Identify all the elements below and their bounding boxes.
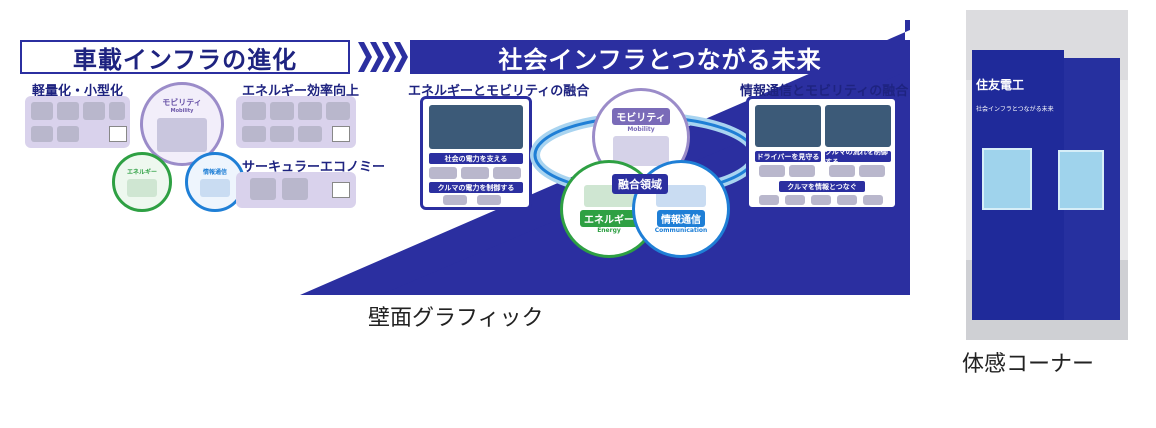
product-image [326, 102, 350, 120]
energy-small-label: エネルギー [126, 169, 157, 176]
mobility-label: モビリティ [162, 97, 202, 107]
card-bar: 社会の電力を支える [429, 153, 523, 164]
chevron-icon [370, 42, 384, 72]
section-energy-efficiency: エネルギー効率向上 [242, 84, 360, 99]
product-image [863, 195, 883, 205]
booth-tagline: 社会インフラとつながる未来 [976, 106, 1054, 113]
left-banner: 車載インフラの進化 [20, 40, 350, 74]
card-bar: クルマを情報とつなぐ [779, 181, 865, 192]
energy-efficiency-panel [236, 96, 356, 148]
section-info-mobility: 情報通信とモビリティの融合 [740, 84, 909, 99]
product-image [242, 102, 266, 120]
venn-energy-en: Energy [597, 226, 621, 234]
product-image [785, 195, 805, 205]
circular-panel [236, 172, 356, 208]
product-image [242, 126, 266, 142]
booth-screen [1058, 150, 1104, 210]
card-bar: ドライバーを見守る [755, 151, 821, 162]
product-image [109, 102, 125, 120]
product-image [443, 195, 467, 205]
experience-corner-caption: 体感コーナー [962, 352, 1095, 377]
qr-code-icon [109, 126, 127, 142]
chevron-icon [382, 42, 396, 72]
product-image [57, 126, 79, 142]
info-mobility-card: ドライバーを見守る クルマの流れを制御する クルマを情報とつなぐ [746, 96, 898, 210]
product-image [829, 165, 855, 177]
section-lightweight: 軽量化・小型化 [32, 84, 124, 99]
energy-small-circle: エネルギー [112, 152, 172, 212]
comm-small-circle: 情報通信 [185, 152, 245, 212]
card-photo [429, 105, 523, 149]
mobility-en-label: Mobility [170, 107, 194, 114]
venn-mobility-label: モビリティ [612, 108, 670, 125]
comm-illustration [200, 179, 230, 197]
chevron-icon [394, 42, 408, 72]
section-energy-mobility: エネルギーとモビリティの融合 [408, 84, 590, 99]
product-image [429, 167, 457, 179]
qr-code-icon [332, 126, 350, 142]
venn-comm-label: 情報通信 [657, 209, 705, 227]
product-image [493, 167, 521, 179]
venn-comm-en: Communication [654, 226, 708, 234]
venn-center-label: 融合領域 [612, 174, 668, 194]
booth-image: 住友電工 社会インフラとつながる未来 [966, 10, 1128, 340]
booth-screen [982, 148, 1032, 210]
right-banner: 社会インフラとつながる未来 [410, 40, 910, 74]
product-image [270, 102, 294, 120]
product-image [270, 126, 294, 142]
venn-mobility-en: Mobility [627, 126, 655, 133]
product-image [298, 102, 322, 120]
comm-small-label: 情報通信 [202, 169, 227, 176]
product-image [31, 126, 53, 142]
qr-code-icon [332, 182, 350, 198]
venn-energy-label: エネルギー [580, 209, 638, 227]
wall-graphic-caption: 壁面グラフィック [368, 306, 544, 331]
lightweight-panel [25, 96, 130, 148]
product-image [811, 195, 831, 205]
product-image [83, 102, 105, 120]
product-image [859, 165, 885, 177]
product-image [759, 165, 785, 177]
product-image [759, 195, 779, 205]
product-image [298, 126, 322, 142]
chevron-icon [358, 42, 372, 72]
product-image [461, 167, 489, 179]
card-bar: クルマの電力を制御する [429, 182, 523, 193]
product-image [282, 178, 308, 200]
product-image [250, 178, 276, 200]
card-photo [825, 105, 891, 147]
product-image [789, 165, 815, 177]
section-circular: サーキュラーエコノミー [242, 160, 386, 175]
card-photo [755, 105, 821, 147]
product-image [477, 195, 501, 205]
comm-illustration [656, 184, 706, 207]
product-image [57, 102, 79, 120]
energy-illustration [127, 179, 157, 197]
card-bar: クルマの流れを制御する [825, 148, 891, 166]
booth-logo: 住友電工 [976, 78, 1025, 92]
mobility-circle: モビリティ Mobility [140, 82, 224, 166]
city-illustration [157, 117, 207, 152]
product-image [31, 102, 53, 120]
product-image [837, 195, 857, 205]
energy-mobility-card: 社会の電力を支える クルマの電力を制御する [420, 96, 532, 210]
